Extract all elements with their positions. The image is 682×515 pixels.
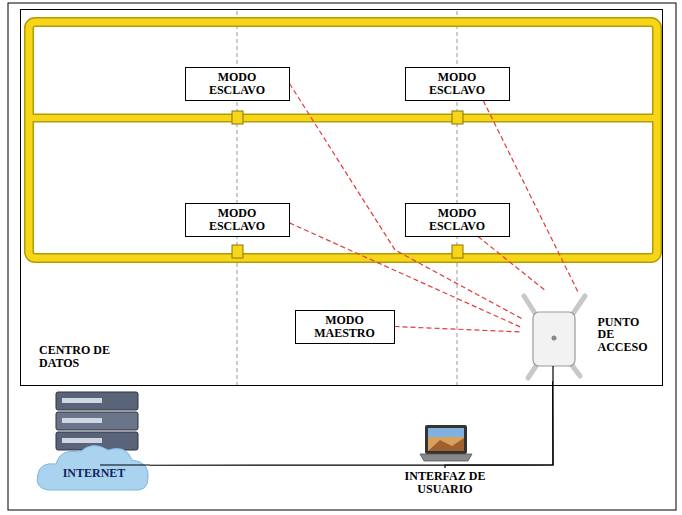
node-label: PUNTO DE ACCESO [598, 316, 644, 354]
rail-structure [29, 22, 657, 258]
slave-box: MODO ESCLAVO [185, 203, 290, 237]
laptop-icon [420, 425, 472, 461]
node-label: MODO ESCLAVO [421, 207, 493, 232]
node-label: MODO ESCLAVO [201, 207, 273, 232]
slave-box: MODO ESCLAVO [405, 67, 510, 101]
node-label: INTERFAZ DE USUARIO [395, 470, 495, 495]
access-point: PUNTO DE ACCESO [522, 292, 647, 382]
node-label: CENTRO DE DATOS [39, 344, 119, 369]
master-box: MODO MAESTRO [295, 310, 395, 344]
data-center-frame: MODO ESCLAVO MODO ESCLAVO MODO ESCLAVO MODO… [20, 9, 663, 386]
internet-server: INTERNET [38, 385, 150, 492]
slave-box: MODO ESCLAVO [185, 67, 290, 101]
node-label: MODO ESCLAVO [421, 71, 493, 96]
wireless-link [395, 327, 522, 333]
wireless-link [483, 101, 578, 292]
node-label: INTERNET [38, 467, 150, 480]
wireless-link [290, 84, 522, 319]
slave-box: MODO ESCLAVO [405, 203, 510, 237]
wireless-link [478, 237, 547, 292]
network-cable [150, 382, 553, 466]
node-label: MODO ESCLAVO [201, 71, 273, 96]
network-cable [445, 382, 553, 469]
access-point-icon [524, 296, 585, 382]
user-interface: INTERFAZ DE USUARIO [395, 468, 495, 500]
bus-line [100, 464, 150, 465]
node-label: MODO MAESTRO [305, 314, 385, 339]
outer-frame [8, 3, 676, 510]
